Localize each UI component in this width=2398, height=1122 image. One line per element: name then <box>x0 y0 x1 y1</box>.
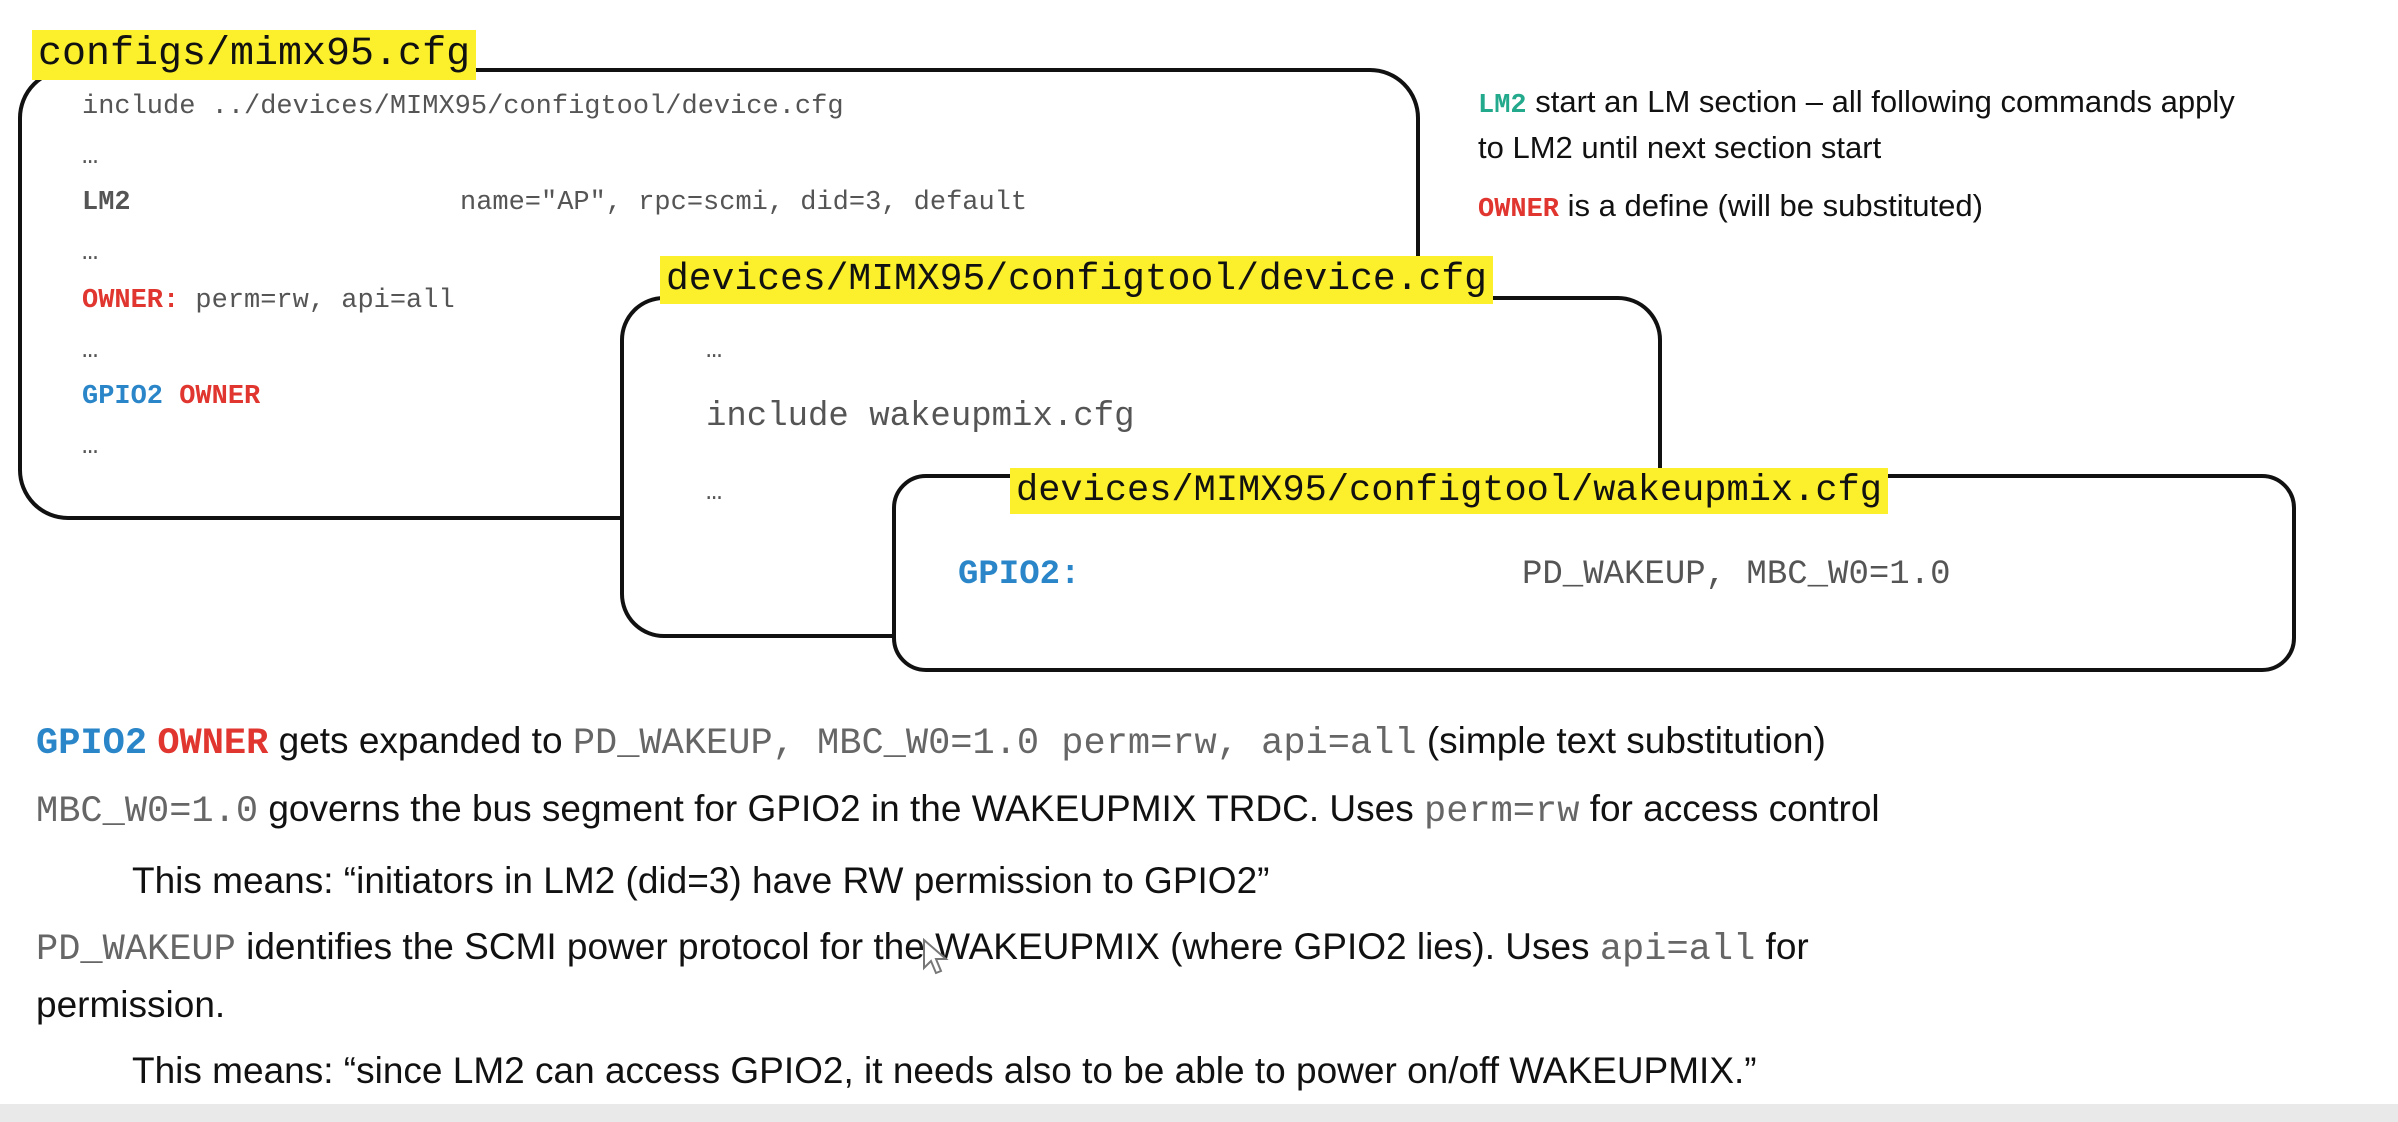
note-lm2: LM2 start an LM section – all following … <box>1478 84 2235 121</box>
expanded-code: PD_WAKEUP, MBC_W0=1.0 perm=rw, api=all <box>572 723 1417 765</box>
explain-text: governs the bus segment for GPIO2 in the… <box>258 788 1424 829</box>
lm2-keyword: LM2 <box>1478 91 1527 121</box>
api-code: api=all <box>1599 929 1756 971</box>
box-title-wakeupmix-cfg: devices/MIMX95/configtool/wakeupmix.cfg <box>1010 468 1888 515</box>
bottom-bar <box>0 1104 2398 1122</box>
ellipsis: … <box>706 336 723 366</box>
gpio2-keyword: GPIO2 <box>82 382 164 412</box>
line-include-device-cfg: include ../devices/MIMX95/configtool/dev… <box>82 92 844 122</box>
explain-text: identifies the SCMI power protocol for t… <box>235 926 1600 967</box>
explain-text: for access control <box>1579 788 1880 829</box>
explain-pd-wakeup-cont: permission. <box>36 984 226 1025</box>
ellipsis: … <box>706 478 723 508</box>
explain-mbc: MBC_W0=1.0 governs the bus segment for G… <box>36 788 1880 833</box>
lm2-params: name="AP", rpc=scmi, did=3, default <box>460 188 1028 218</box>
note-owner-text: is a define (will be substituted) <box>1559 188 1983 223</box>
explain-pd-meaning: This means: “since LM2 can access GPIO2,… <box>132 1050 1757 1091</box>
explain-expansion: GPIO2 OWNER gets expanded to PD_WAKEUP, … <box>36 720 1826 765</box>
owner-value: perm=rw, api=all <box>179 286 455 316</box>
pd-wakeup-code: PD_WAKEUP <box>36 929 236 971</box>
note-owner: OWNER is a define (will be substituted) <box>1478 188 1983 225</box>
box-title-device-cfg: devices/MIMX95/configtool/device.cfg <box>660 256 1493 304</box>
owner-keyword: OWNER <box>157 723 269 765</box>
perm-code: perm=rw <box>1423 791 1580 833</box>
explain-mbc-meaning: This means: “initiators in LM2 (did=3) h… <box>132 860 1270 901</box>
lm2-keyword: LM2 <box>82 188 131 218</box>
owner-keyword: OWNER <box>179 382 261 412</box>
ellipsis: … <box>82 336 99 366</box>
gpio2-keyword: GPIO2: <box>958 556 1081 594</box>
explain-pd-wakeup: PD_WAKEUP identifies the SCMI power prot… <box>36 926 1809 971</box>
note-lm2-text: start an LM section – all following comm… <box>1526 84 2235 119</box>
ellipsis: … <box>82 238 99 268</box>
owner-define-line: OWNER: perm=rw, api=all <box>82 286 455 316</box>
explain-text: for <box>1755 926 1809 967</box>
line-include-wakeupmix: include wakeupmix.cfg <box>706 398 1135 436</box>
ellipsis: … <box>82 142 99 172</box>
explain-text: gets expanded to <box>268 720 573 761</box>
gpio2-resources: PD_WAKEUP, MBC_W0=1.0 <box>1522 556 1951 594</box>
gpio2-owner-line: GPIO2 OWNER <box>82 382 260 412</box>
mbc-code: MBC_W0=1.0 <box>36 791 259 833</box>
box-title-mimx95-cfg: configs/mimx95.cfg <box>32 30 477 80</box>
gpio2-keyword: GPIO2 <box>36 723 148 765</box>
owner-keyword: OWNER: <box>82 286 180 316</box>
explain-text: (simple text substitution) <box>1416 720 1826 761</box>
note-lm2-cont: to LM2 until next section start <box>1478 130 1882 165</box>
ellipsis: … <box>82 432 99 462</box>
owner-keyword: OWNER <box>1478 195 1560 225</box>
